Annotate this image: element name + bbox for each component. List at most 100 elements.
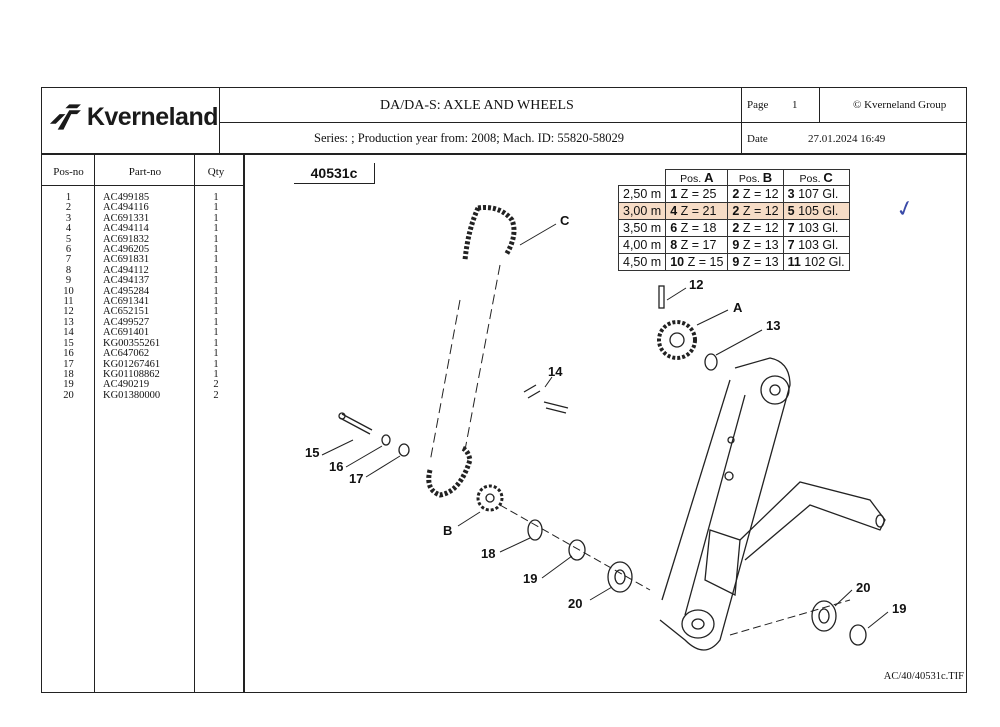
width-cell: 4,50 m bbox=[617, 253, 667, 271]
pos-no-cell: 2 bbox=[65, 202, 72, 214]
pos-c-cell-num: 7 bbox=[787, 221, 795, 235]
part-no-cell: AC647062 bbox=[103, 348, 150, 360]
qty-cell: 2 bbox=[213, 379, 219, 391]
part-no-cell: AC691341 bbox=[103, 296, 150, 308]
pos-b-cell: 9 Z = 13 bbox=[727, 236, 784, 254]
pos-c-cell-num: 11 bbox=[787, 255, 801, 269]
pos-b-cell-num: 2 bbox=[732, 187, 740, 201]
pos-b-cell-val: Z = 12 bbox=[742, 204, 779, 218]
page-number: 1 bbox=[792, 99, 798, 111]
series-line: Series: ; Production year from: 2008; Ma… bbox=[314, 131, 625, 145]
part-no-cell: AC490219 bbox=[103, 379, 150, 391]
pos-a-cell-val: Z = 18 bbox=[680, 221, 717, 235]
qty-cell: 1 bbox=[213, 275, 219, 287]
width-cell: 2,50 m bbox=[617, 185, 667, 203]
part-no-cell: AC691831 bbox=[103, 254, 150, 266]
qty-header: Qty bbox=[207, 166, 225, 178]
part-no-cell: AC496205 bbox=[103, 244, 150, 256]
pos-b-cell-val: Z = 12 bbox=[742, 221, 779, 235]
qty-cell: 1 bbox=[213, 337, 219, 349]
part-no-cell: KG01108862 bbox=[103, 368, 160, 380]
part-no-cell: AC495284 bbox=[103, 285, 150, 297]
part-no-cell: AC499527 bbox=[103, 316, 150, 328]
part-no-cell: AC494116 bbox=[103, 202, 149, 214]
pos-c-cell: 11 102 Gl. bbox=[782, 253, 850, 271]
part-no-cell: AC691401 bbox=[103, 327, 150, 339]
pos-b-cell-val: Z = 13 bbox=[742, 255, 779, 269]
header-pos-b: Pos. B bbox=[727, 169, 784, 186]
qty-cell: 1 bbox=[213, 368, 219, 380]
part-no-cell: AC499185 bbox=[103, 192, 150, 203]
pos-c-cell-val: 103 Gl. bbox=[798, 238, 839, 252]
qty-cell: 1 bbox=[213, 212, 219, 224]
header-bottom-rule bbox=[41, 153, 967, 155]
qty-cell: 1 bbox=[213, 223, 219, 235]
pos-b-cell: 2 Z = 12 bbox=[727, 185, 784, 203]
width-cell: 3,00 m bbox=[617, 202, 667, 220]
logo-wordmark: Kverneland bbox=[86, 102, 219, 131]
pos-no-cell: 17 bbox=[63, 358, 74, 370]
pos-c-cell-val: 102 Gl. bbox=[804, 255, 845, 269]
callout-16: 16 bbox=[329, 459, 343, 474]
page-title: DA/DA-S: AXLE AND WHEELS bbox=[380, 98, 574, 113]
callout-b: B bbox=[443, 523, 452, 538]
pos-no-cell: 11 bbox=[63, 296, 74, 308]
width-cell: 4,00 m bbox=[617, 236, 667, 254]
washer-19-left bbox=[568, 539, 586, 561]
callout-20: 20 bbox=[568, 596, 582, 611]
pos-c-cell-val: 107 Gl. bbox=[798, 187, 839, 201]
pos-b-cell-num: 2 bbox=[732, 221, 740, 235]
callout-18: 18 bbox=[481, 546, 495, 561]
part-no-cell: KG01380000 bbox=[103, 389, 161, 401]
qty-cell: 1 bbox=[213, 244, 219, 256]
callout-17: 17 bbox=[349, 471, 363, 486]
pos-c-cell: 5 105 Gl. bbox=[782, 202, 850, 220]
callout-a: A bbox=[733, 300, 743, 315]
page-label: Page bbox=[747, 99, 769, 111]
pos-no-cell: 8 bbox=[65, 264, 72, 276]
part-no-header: Part-no bbox=[128, 166, 162, 178]
qty-cell: 1 bbox=[213, 296, 219, 308]
part-no-cell: AC494114 bbox=[103, 223, 149, 235]
pos-c-cell-val: 103 Gl. bbox=[798, 221, 839, 235]
bearing-20-right bbox=[811, 600, 837, 632]
pos-a-cell-val: Z = 21 bbox=[680, 204, 717, 218]
pos-c-cell: 3 107 Gl. bbox=[782, 185, 850, 203]
pos-a-cell-num: 8 bbox=[670, 238, 678, 252]
qty-cell: 1 bbox=[213, 233, 219, 245]
qty-cell: 1 bbox=[213, 316, 219, 328]
callout-15: 15 bbox=[305, 445, 319, 460]
pos-a-cell: 1 Z = 25 bbox=[665, 185, 729, 203]
pos-c-cell-num: 7 bbox=[787, 238, 795, 252]
pos-c-cell: 7 103 Gl. bbox=[782, 236, 850, 254]
date-value: 27.01.2024 16:49 bbox=[808, 133, 886, 145]
position-table-header: Pos. A Pos. B Pos. C bbox=[618, 169, 850, 186]
washer-16 bbox=[381, 434, 391, 446]
part-no-cell: AC494112 bbox=[103, 264, 149, 276]
part-no-cell: AC652151 bbox=[103, 306, 150, 318]
callout-19: 19 bbox=[523, 571, 537, 586]
part-no-cell: AC691331 bbox=[103, 212, 150, 224]
qty-cell: 1 bbox=[213, 264, 219, 276]
drive-chain bbox=[426, 205, 517, 498]
pos-c-cell-num: 5 bbox=[787, 204, 795, 218]
pos-b-cell: 2 Z = 12 bbox=[727, 202, 784, 220]
pos-no-cell: 4 bbox=[65, 223, 72, 235]
pos-a-cell-val: Z = 25 bbox=[680, 187, 717, 201]
pos-no-cell: 16 bbox=[63, 348, 74, 360]
bolt-15 bbox=[338, 412, 373, 435]
part-no-cell: AC494137 bbox=[103, 275, 150, 287]
pos-a-cell-val: Z = 15 bbox=[687, 255, 724, 269]
callout-20-right: 20 bbox=[856, 580, 870, 595]
qty-cell: 1 bbox=[213, 254, 219, 266]
pos-no-cell: 12 bbox=[63, 306, 74, 318]
pos-no-cell: 7 bbox=[65, 254, 72, 266]
